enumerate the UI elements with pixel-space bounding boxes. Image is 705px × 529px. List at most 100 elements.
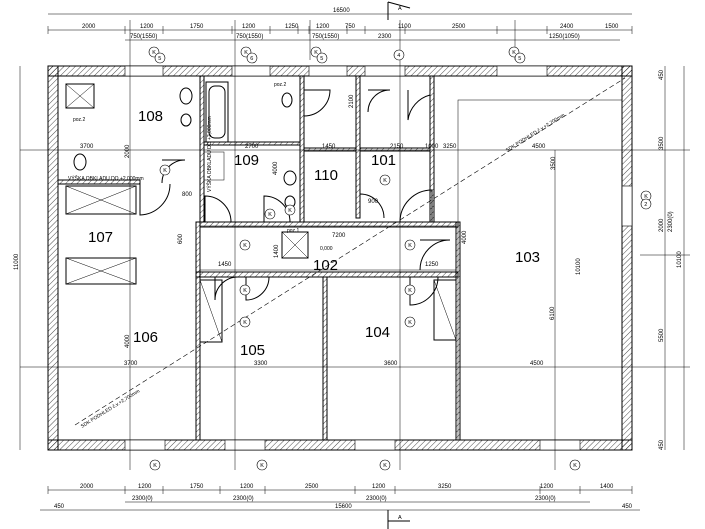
svg-text:2100: 2100: [349, 94, 355, 108]
marker-circle: [404, 284, 416, 296]
note-poz1: poz.1: [287, 228, 299, 234]
dim-top-8: 2500: [452, 24, 466, 30]
room-110: 110: [314, 167, 338, 184]
dim-top-7: 1100: [398, 24, 412, 30]
marker-circle: [404, 239, 416, 251]
svg-text:2300(0): 2300(0): [366, 496, 387, 502]
marker-circle: [239, 239, 251, 251]
marker-label: K: [268, 212, 272, 218]
marker-label: 6: [250, 56, 253, 62]
marker-label: K: [243, 320, 247, 326]
dim-bottom-2: 1750: [190, 484, 204, 490]
marker-circle: [239, 284, 251, 296]
note-sdk-2: SDK PODHLED č.v.+2,700mm: [80, 388, 141, 429]
svg-text:7200: 7200: [332, 233, 346, 239]
marker-circle: [256, 459, 268, 471]
svg-text:3600: 3600: [384, 361, 398, 367]
svg-text:750(1550): 750(1550): [236, 34, 263, 40]
marker-circle: [154, 52, 166, 64]
marker-label: K: [243, 243, 247, 249]
room-103: 103: [515, 249, 540, 266]
inner-walls: [57, 75, 461, 441]
svg-text:450: 450: [54, 504, 65, 510]
svg-text:10100: 10100: [576, 258, 582, 275]
dim-top-6: 750: [345, 24, 356, 30]
marker-label: K: [152, 50, 156, 56]
svg-text:10100: 10100: [677, 251, 683, 268]
svg-text:450: 450: [659, 439, 665, 450]
svg-text:15600: 15600: [335, 504, 352, 510]
room-105: 105: [240, 342, 265, 359]
dim-bottom-7: 1200: [540, 484, 554, 490]
marker-circle: [379, 459, 391, 471]
svg-text:3700: 3700: [124, 361, 138, 367]
svg-text:450: 450: [659, 69, 665, 80]
marker-circle: [514, 52, 526, 64]
svg-text:1250(1050): 1250(1050): [549, 34, 580, 40]
dim-bottom-1: 1200: [138, 484, 152, 490]
svg-text:3700: 3700: [80, 144, 94, 150]
room-labels: 108 109 110 101 107 102 103 106 105 104: [88, 108, 540, 359]
section-mark-top: A: [398, 6, 402, 12]
section-mark-bottom: A: [398, 515, 402, 521]
room-101: 101: [371, 152, 396, 169]
svg-text:4000: 4000: [462, 230, 468, 244]
svg-text:4000: 4000: [125, 334, 131, 348]
svg-text:3250: 3250: [443, 144, 457, 150]
marker-label: K: [573, 463, 577, 469]
svg-text:2300: 2300: [378, 34, 392, 40]
marker-circle: [404, 316, 416, 328]
dim-top-0: 2000: [82, 24, 96, 30]
marker-label: 5: [320, 56, 323, 62]
note-poz2: poz.2: [73, 117, 85, 123]
marker-label: K: [408, 288, 412, 294]
note-vyska-2: VÝŠKA OBKLADU DO +2,000mm: [206, 116, 213, 192]
svg-text:2000: 2000: [659, 218, 665, 232]
marker-circle: [569, 459, 581, 471]
sanitary-fixtures: [65, 81, 309, 259]
room-107: 107: [88, 229, 113, 246]
svg-text:2300(0): 2300(0): [132, 496, 153, 502]
marker-label: K: [244, 50, 248, 56]
svg-text:4500: 4500: [530, 361, 544, 367]
dim-bottom-4: 2500: [305, 484, 319, 490]
room-102: 102: [313, 257, 338, 274]
axis-lines: [20, 20, 690, 470]
svg-text:2300(0): 2300(0): [233, 496, 254, 502]
closets: [65, 185, 457, 343]
dim-top-1: 1200: [140, 24, 154, 30]
marker-label: K: [512, 50, 516, 56]
dim-top-4: 1250: [285, 24, 299, 30]
svg-text:600: 600: [178, 233, 184, 244]
dim-top-9: 2400: [560, 24, 574, 30]
svg-text:1450: 1450: [218, 262, 232, 268]
marker-circle: [159, 164, 171, 176]
svg-text:2300(0): 2300(0): [535, 496, 556, 502]
svg-text:6100: 6100: [550, 306, 556, 320]
svg-text:5500: 5500: [659, 328, 665, 342]
marker-label: K: [644, 194, 648, 200]
marker-circle: [239, 316, 251, 328]
doors: [139, 89, 451, 306]
note-vyska: VÝŠKA OBKLADU DO +2,000mm: [68, 175, 144, 182]
dim-left-total: 11000: [14, 253, 20, 270]
svg-text:2700: 2700: [245, 144, 259, 150]
marker-label: 5: [518, 56, 521, 62]
marker-circle: [640, 198, 652, 210]
marker-label: K: [314, 50, 318, 56]
marker-circle: [379, 174, 391, 186]
dim-bottom-3: 1200: [240, 484, 254, 490]
svg-text:2000: 2000: [125, 144, 131, 158]
dim-bottom-5: 1200: [372, 484, 386, 490]
marker-label: K: [153, 463, 157, 469]
dim-bottom-0: 2000: [80, 484, 94, 490]
marker-circle: [246, 52, 258, 64]
marker-circle: [149, 459, 161, 471]
marker-label: K: [288, 208, 292, 214]
bottom-dimensions: 2300(0) 2300(0) 2300(0) 2300(0) 450 1560…: [40, 489, 640, 511]
outer-walls: [47, 65, 633, 451]
marker-label: K: [260, 463, 264, 469]
